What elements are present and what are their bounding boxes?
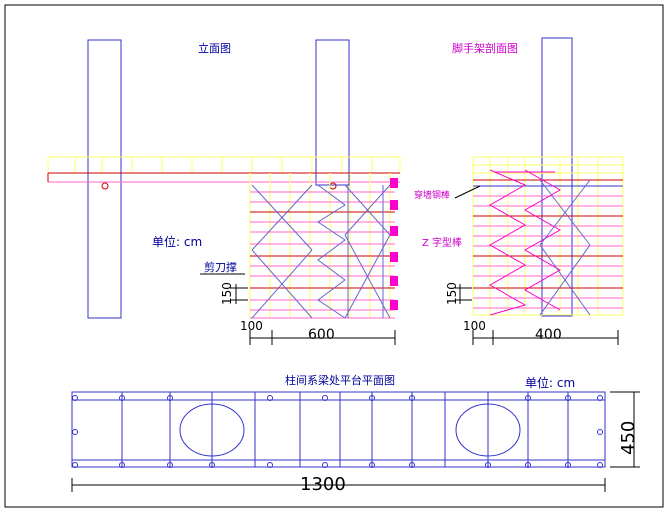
- wall-tie-leader: [454, 185, 481, 199]
- elevation-ledgers: [250, 191, 395, 319]
- bolt-hole-left: [101, 182, 109, 190]
- dim-100-section: 100: [463, 319, 486, 333]
- dim-400: 400: [535, 327, 562, 343]
- unit-label-plan: 单位: cm: [525, 375, 575, 390]
- plan-beams: [72, 392, 605, 467]
- wall-tie-label: 穿墙钢棒: [414, 189, 450, 201]
- dim-150-section: 150: [445, 282, 459, 305]
- elevation-scaffold-grid: [249, 173, 391, 318]
- section-title: 脚手架剖面图: [452, 41, 518, 55]
- plan-dimensions: [71, 391, 640, 492]
- dim-450: 450: [618, 421, 639, 455]
- section-dimensions: [455, 284, 619, 345]
- top-platform: [47, 156, 401, 174]
- section-blue-bracing: [539, 179, 591, 316]
- plan-view: [71, 391, 640, 492]
- z-brace-label: Z 字型棒: [422, 236, 462, 249]
- section-z-bracing: [488, 169, 562, 316]
- elevation-dimensions: [230, 284, 396, 345]
- bolt-hole-middle: [329, 182, 337, 190]
- scissor-brace-label: 剪刀撑: [204, 260, 237, 274]
- dim-100-elevation: 100: [240, 319, 263, 333]
- section-ledgers: [473, 179, 623, 309]
- plan-title: 柱间系梁处平台平面图: [285, 373, 395, 387]
- column-section-right: [455, 403, 521, 457]
- elevation-view: [47, 39, 401, 345]
- elevation-title: 立面图: [198, 41, 231, 55]
- unit-label-elevation: 单位: cm: [152, 234, 202, 249]
- plan-outline: [71, 391, 606, 468]
- column-section-left: [179, 403, 245, 457]
- dim-600: 600: [308, 327, 335, 343]
- section-view: [454, 37, 624, 345]
- section-column: [541, 37, 573, 317]
- dim-1300: 1300: [300, 474, 346, 495]
- wall-anchor-blocks: [390, 178, 398, 310]
- middle-column: [315, 39, 350, 186]
- beam: [47, 172, 400, 190]
- page-frame: [4, 4, 664, 508]
- dim-150-elevation: 150: [220, 282, 234, 305]
- elevation-scissor-bracing: [251, 184, 391, 319]
- left-column: [87, 39, 122, 319]
- plan-bolts: [72, 395, 603, 468]
